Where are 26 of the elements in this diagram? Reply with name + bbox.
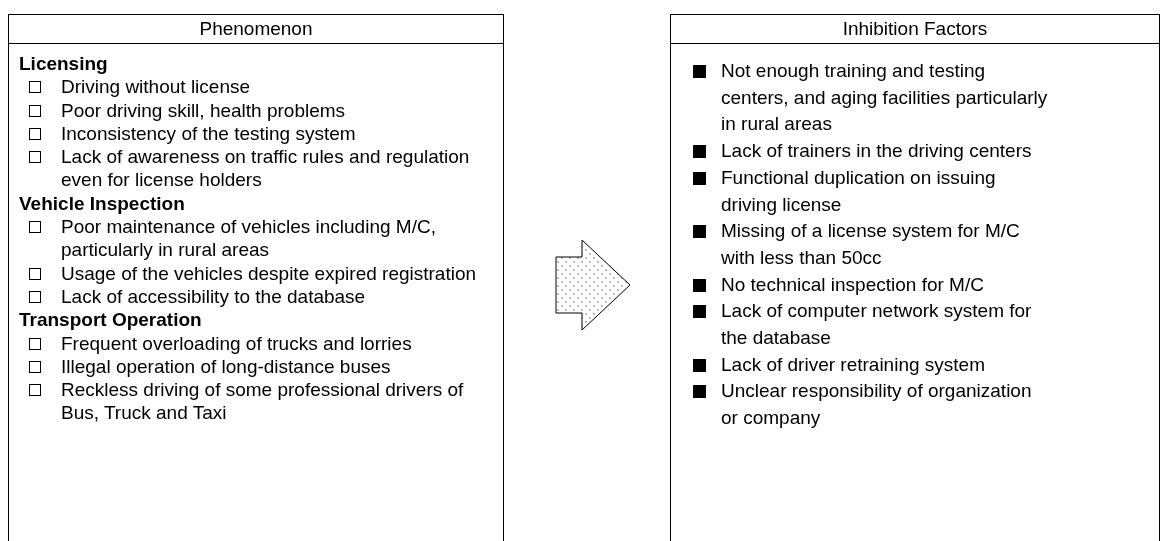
section-heading: Transport Operation <box>19 308 203 332</box>
column-header: Phenomenon <box>199 18 313 39</box>
list-item-text: Missing of a license system for M/C with less than 50cc <box>721 219 1021 270</box>
list-item-text: Inconsistency of the testing system <box>61 121 357 146</box>
section-heading: Licensing <box>19 52 109 76</box>
list-item-text: Lack of accessibility to the database <box>61 284 367 309</box>
list-item-text: No technical inspection for M/C <box>721 272 985 297</box>
section-heading: Vehicle Inspection <box>19 191 186 216</box>
list-item-text: Unclear responsibility of organization or company <box>721 379 1033 431</box>
list-item-text: Lack of driver retraining system <box>721 352 986 377</box>
list-item-text: Not enough training and testing centers, and aging facilities particularly in rural areas <box>721 59 1049 137</box>
column-header: Inhibition Factors <box>842 18 988 39</box>
list-item-text: Lack of computer network system for the database <box>721 299 1033 351</box>
list-item-text: Reckless driving of some professional drivers of Bus, Truck and Taxi <box>61 378 465 425</box>
list-item-text: Lack of trainers in the driving centers <box>721 139 1033 164</box>
list-item-text: Illegal operation of long-distance buses <box>61 354 392 379</box>
list-item-text: Poor maintenance of vehicles including M/C, particularly in rural areas <box>61 215 437 262</box>
list-item-text: Poor driving skill, health problems <box>61 98 347 122</box>
list-item-text: Driving without license <box>61 75 252 99</box>
table-panel <box>8 14 504 541</box>
list-item-text: Lack of awareness on traffic rules and regulation even for license holders <box>61 145 471 192</box>
list-item-text: Usage of the vehicles despite expired registration <box>61 261 478 285</box>
table-panel <box>670 14 1160 541</box>
block-arrow <box>555 239 631 331</box>
list-item-text: Frequent overloading of trucks and lorries <box>61 331 413 355</box>
list-item-text: Functional duplication on issuing driving license <box>721 165 997 217</box>
